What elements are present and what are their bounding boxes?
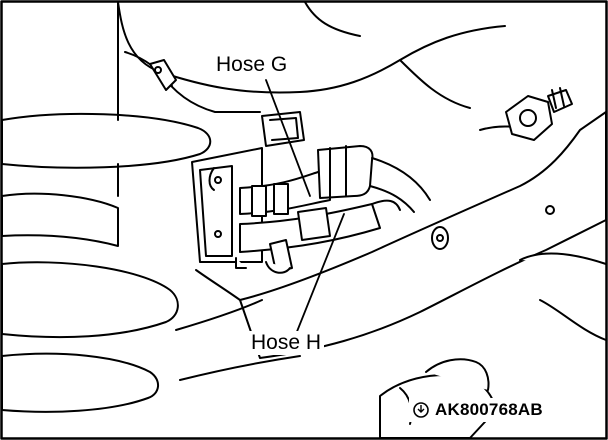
- figure-code-block: AK800768AB: [409, 398, 546, 422]
- hose-h-shape: [239, 199, 401, 274]
- label-hose-g: Hose G: [213, 53, 291, 77]
- figure-code: AK800768AB: [435, 400, 543, 419]
- upper-body-panel: [117, 1, 506, 113]
- circle-arrow-icon: [413, 402, 429, 418]
- coil-spring: [1, 1, 212, 413]
- bolt: [505, 87, 573, 141]
- leader-line-hose-h: [295, 213, 345, 335]
- lower-left-arm: [175, 269, 301, 381]
- hose-g-shape: [239, 145, 431, 217]
- label-hose-h: Hose H: [248, 331, 325, 355]
- leader-lines: [265, 79, 345, 335]
- leader-line-hose-g: [265, 79, 311, 197]
